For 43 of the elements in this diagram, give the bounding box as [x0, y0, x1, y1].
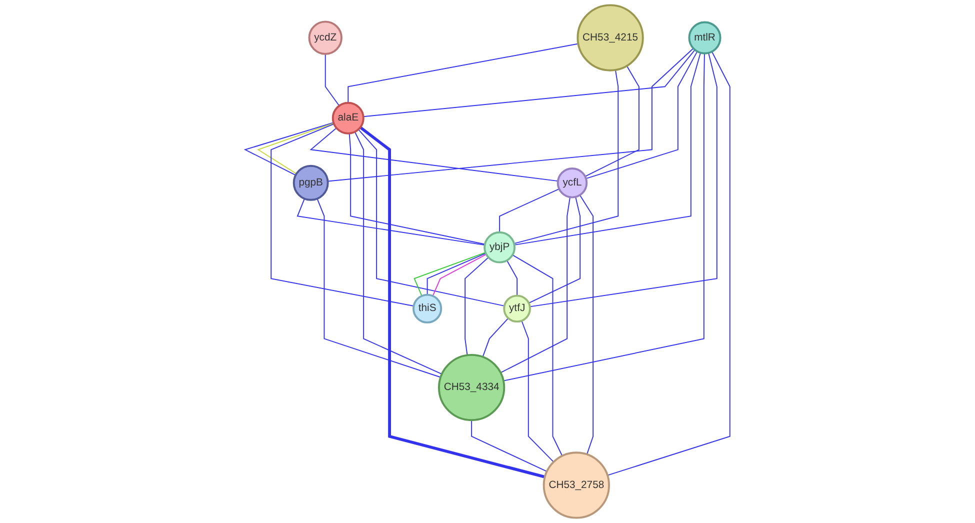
node-circle: CH53_4215 — [576, 4, 644, 72]
node-circle: pgpB — [292, 164, 329, 201]
connector — [354, 131, 442, 375]
node-circle: ycdZ — [308, 20, 342, 55]
connector — [499, 188, 560, 233]
connector — [257, 122, 334, 174]
connector — [502, 52, 705, 382]
connector — [464, 256, 489, 356]
node-circle: ytfJ — [503, 294, 531, 323]
connector — [529, 52, 718, 308]
connector — [512, 254, 563, 456]
connector — [579, 194, 594, 455]
connector — [607, 51, 730, 476]
connector — [327, 48, 694, 182]
connector — [514, 70, 619, 244]
connector — [414, 252, 486, 296]
connector — [359, 126, 546, 478]
connector — [348, 132, 486, 245]
connector — [362, 49, 696, 118]
connector — [521, 320, 554, 462]
node-circle: CH53_4334 — [438, 354, 506, 422]
connector — [316, 198, 442, 378]
connector — [296, 198, 486, 246]
connector — [348, 43, 579, 104]
connector — [482, 318, 509, 358]
connector — [506, 260, 518, 296]
connector — [310, 128, 558, 182]
connector — [358, 129, 505, 306]
node-circle: ycfL — [556, 168, 588, 198]
connector — [514, 52, 701, 246]
connector — [528, 196, 581, 304]
connector — [244, 122, 334, 176]
connector — [584, 65, 640, 177]
node-circle: alaE — [332, 102, 364, 134]
connector — [270, 123, 414, 306]
connector — [471, 420, 548, 472]
node-circle: CH53_2758 — [542, 452, 610, 519]
node-circle: ybjP — [484, 231, 516, 264]
connector — [324, 53, 340, 106]
connector — [500, 196, 571, 374]
node-circle: thiS — [412, 294, 442, 324]
connector — [585, 50, 698, 180]
node-circle: mtlR — [688, 21, 722, 54]
